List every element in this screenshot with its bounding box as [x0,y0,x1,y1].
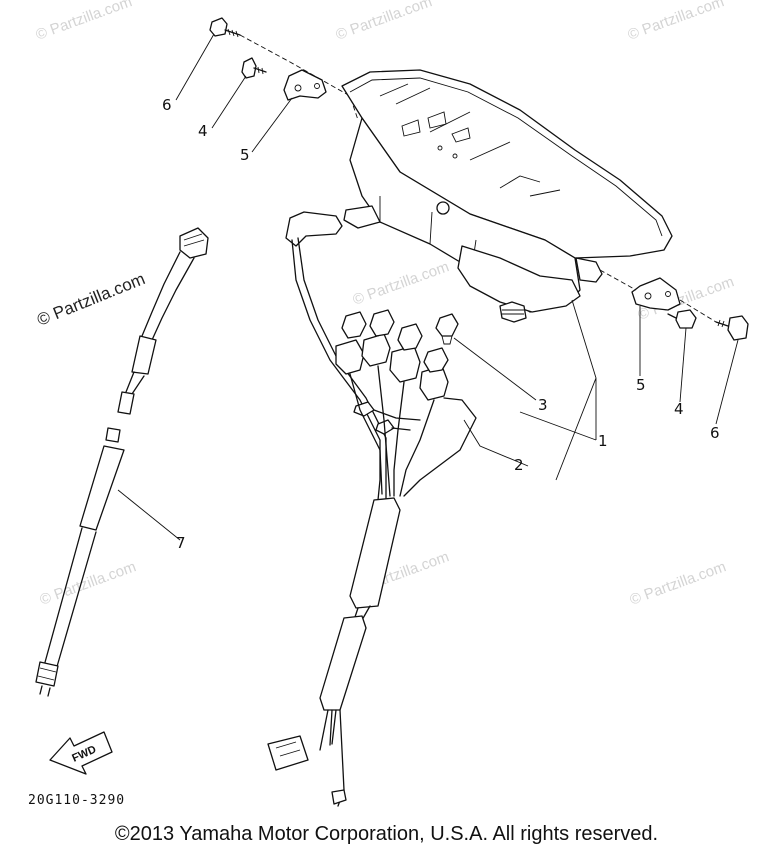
wire-harness-part-2 [267,211,477,807]
callout-1: 1 [598,432,608,450]
grommet-part-4-right [667,309,697,329]
bulb-part-3 [435,313,459,345]
bracket-part-5-right [631,277,681,311]
callout-5-left: 5 [240,146,250,164]
watermark: © Partzilla.com [38,558,139,609]
fwd-arrow-icon: FWD [49,731,113,775]
grommet-part-4-left [241,57,267,79]
bolt-part-6-right [715,315,749,341]
leader-lines [117,33,739,541]
socket [389,323,423,383]
callout-6-left: 6 [162,96,172,114]
watermark: © Partzilla.com [34,0,135,44]
callout-4-left: 4 [198,122,208,140]
meter-cable-part-7 [35,227,209,697]
callout-3: 3 [538,396,548,414]
watermark: © Partzilla.com [628,558,729,609]
callout-2: 2 [514,456,524,474]
watermark: © Partzilla.com [334,0,435,44]
watermark: © Partzilla.com [626,0,727,44]
copyright-notice: ©2013 Yamaha Motor Corporation, U.S.A. A… [114,823,659,845]
socket [419,347,449,401]
diagram-code: 20G110-3290 [28,793,125,808]
socket [361,309,395,367]
socket [335,311,367,375]
watermark-dark: © Partzilla.com [34,269,147,330]
callout-7: 7 [176,534,186,552]
bracket-part-5-left [283,69,327,101]
callout-5-right: 5 [636,376,646,394]
meter-assembly-part-1 [341,69,673,323]
bolt-part-6-left [209,17,241,38]
callout-6-right: 6 [710,424,720,442]
watermark: © Partzilla.com [351,258,452,309]
callout-4-right: 4 [674,400,684,418]
